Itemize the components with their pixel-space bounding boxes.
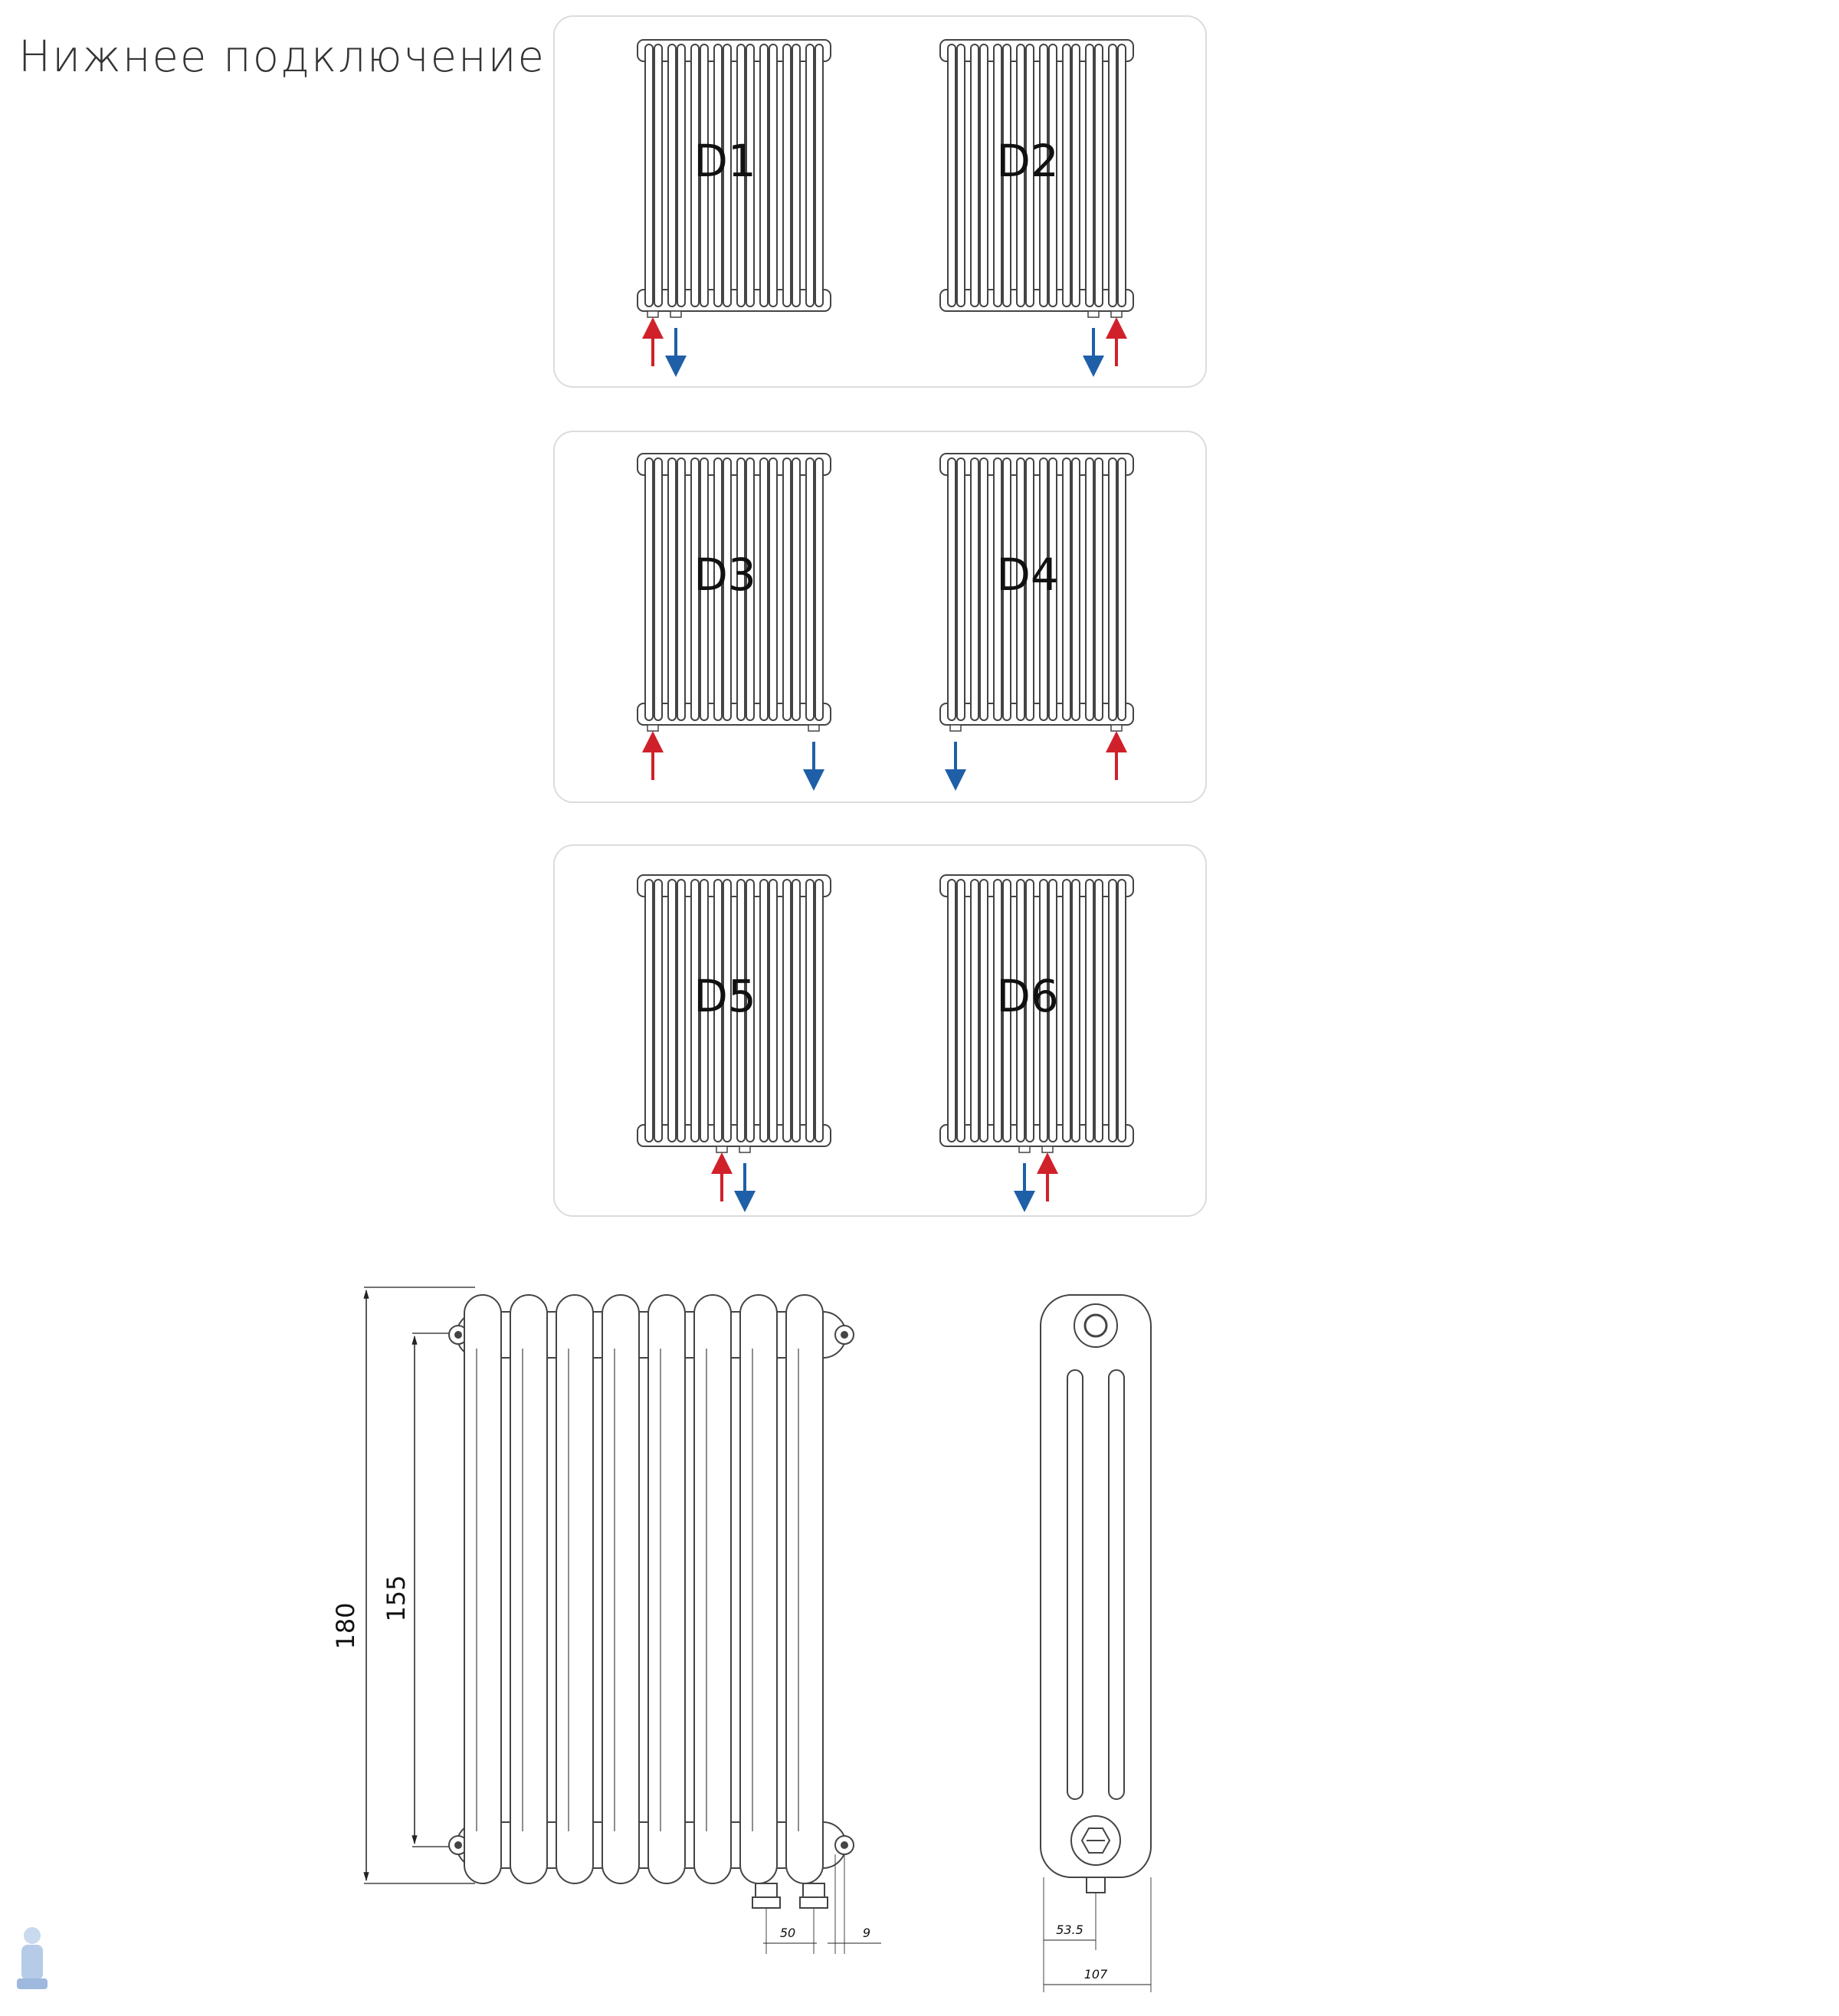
radiator-variant-d3: D3 [637, 453, 831, 791]
variant-label: D4 [996, 549, 1059, 601]
variant-label: D3 [693, 549, 756, 601]
variant-label: D2 [996, 135, 1059, 187]
radiator-variant-d1: D1 [637, 39, 831, 377]
variant-label: D6 [996, 970, 1059, 1022]
radiator-variant-d6: D6 [939, 874, 1134, 1212]
side-half-depth-label: 53.5 [1056, 1923, 1083, 1937]
overall-height-label: 180 [331, 1602, 360, 1649]
page-title: Нижнее подключение [18, 32, 546, 82]
side-depth-label: 107 [1084, 1967, 1108, 1982]
radiator-variant-d5: D5 [637, 874, 831, 1212]
side-view-drawing [1040, 1294, 1152, 1992]
front-view-drawing [363, 1287, 881, 1954]
pipe-spacing-label: 50 [780, 1926, 795, 1940]
mascot-logo [17, 1927, 48, 1989]
pipe-offset-label: 9 [863, 1926, 870, 1940]
axis-distance-label: 155 [382, 1575, 411, 1621]
variant-label: D1 [693, 135, 756, 187]
radiator-variant-d4: D4 [939, 453, 1134, 791]
variant-label: D5 [693, 970, 756, 1022]
radiator-variant-d2: D2 [939, 39, 1134, 377]
